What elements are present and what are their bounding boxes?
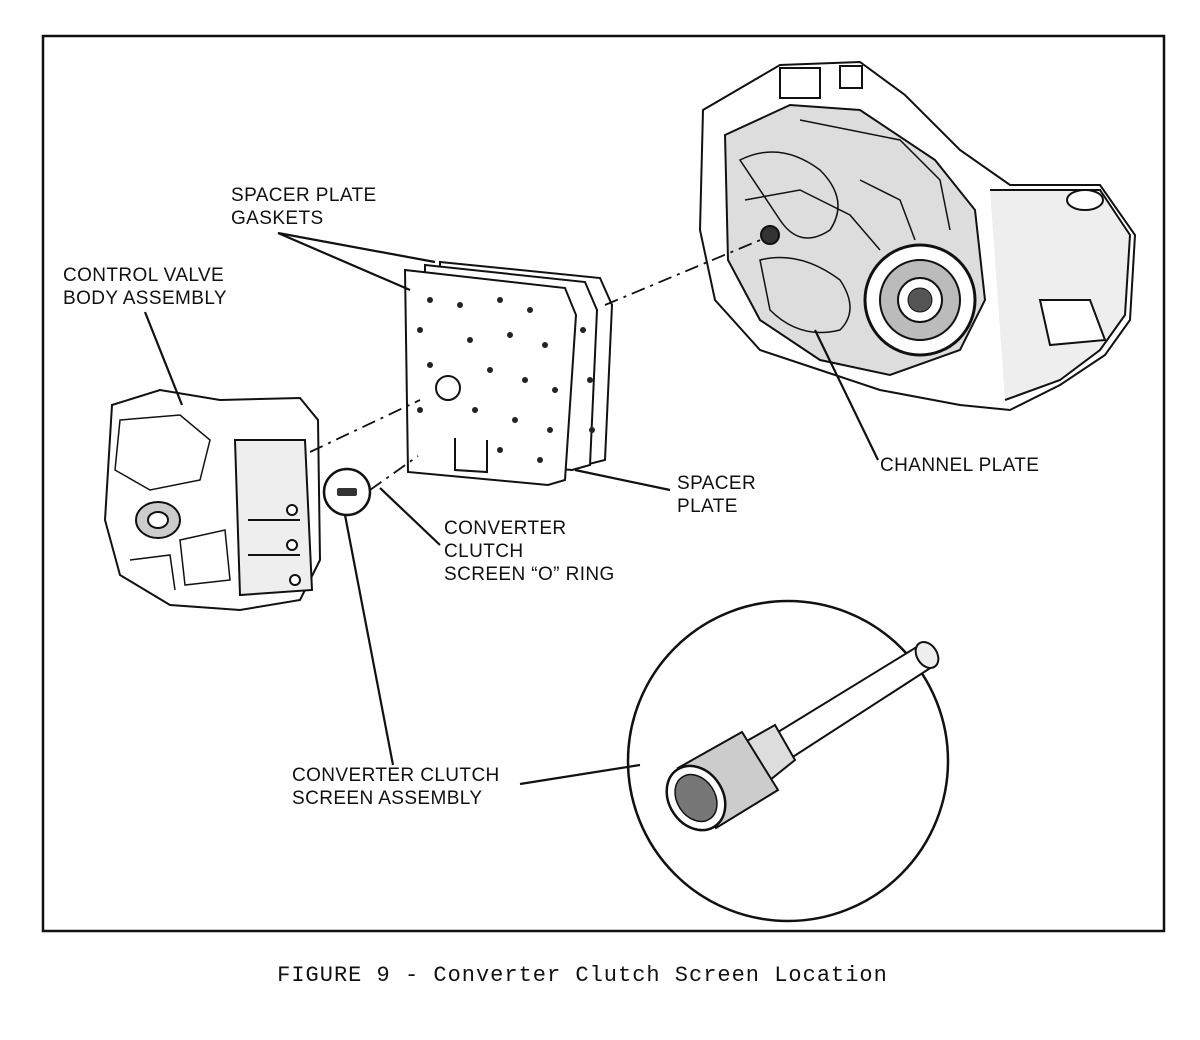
label-line: SCREEN “O” RING — [444, 564, 615, 585]
label-screen-assembly: CONVERTER CLUTCH SCREEN ASSEMBLY — [292, 764, 500, 810]
leader-lines — [143, 231, 879, 786]
control-valve-body — [103, 388, 322, 612]
label-line: SPACER — [677, 473, 757, 494]
label-line: CONVERTER — [444, 518, 567, 539]
label-spacer-plate-gaskets: SPACER PLATE GASKETS — [231, 184, 377, 230]
label-channel-plate: CHANNEL PLATE — [880, 454, 1039, 477]
screen-callout-circle — [322, 467, 372, 517]
label-o-ring: CONVERTER CLUTCH SCREEN “O” RING — [444, 517, 615, 586]
label-line: CLUTCH — [444, 541, 524, 562]
figure-caption: FIGURE 9 - Converter Clutch Screen Locat… — [277, 963, 888, 988]
label-line: SPACER PLATE — [231, 185, 377, 206]
figure-border — [41, 34, 1166, 933]
magnified-screen-assembly — [626, 599, 950, 923]
label-line: GASKETS — [231, 208, 324, 229]
label-line: BODY ASSEMBLY — [63, 288, 227, 309]
label-line: SCREEN ASSEMBLY — [292, 788, 483, 809]
label-line: PLATE — [677, 496, 738, 517]
spacer-plate-assembly — [403, 260, 614, 487]
label-line: CONVERTER CLUTCH — [292, 765, 500, 786]
label-control-valve-body: CONTROL VALVE BODY ASSEMBLY — [63, 264, 227, 310]
label-line: CHANNEL PLATE — [880, 455, 1040, 476]
label-spacer-plate: SPACER PLATE — [677, 472, 756, 518]
alignment-lines — [309, 237, 766, 491]
label-line: CONTROL VALVE — [63, 265, 225, 286]
transmission-case — [698, 60, 1137, 412]
